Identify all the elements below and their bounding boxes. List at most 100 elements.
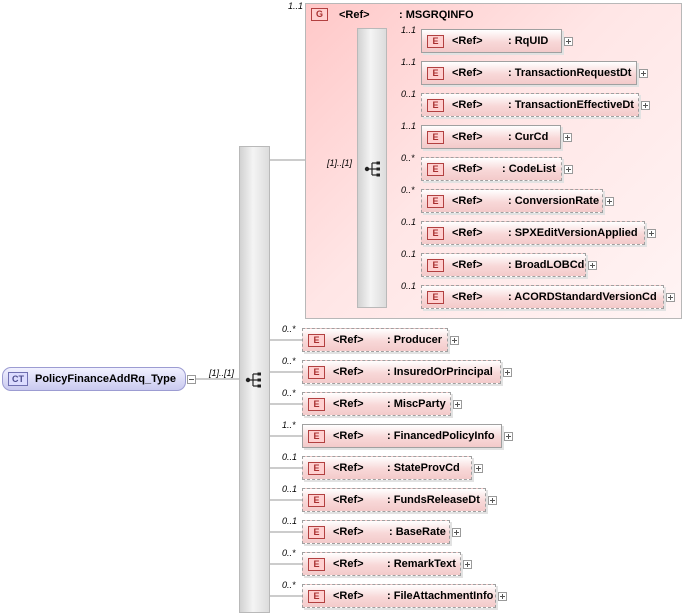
- element-cardinality: 0..1: [401, 217, 417, 227]
- element-ref-label: <Ref>: [333, 494, 364, 506]
- expand-icon[interactable]: [564, 37, 573, 46]
- group-item-element[interactable]: E<Ref>: TransactionEffectiveDt: [421, 93, 639, 117]
- element-badge: E: [308, 558, 325, 571]
- element-name: : StateProvCd: [387, 462, 460, 474]
- element-badge: E: [308, 526, 325, 539]
- element-badge: E: [427, 131, 444, 144]
- collapse-icon[interactable]: [187, 375, 196, 384]
- expand-icon[interactable]: [504, 432, 513, 441]
- expand-icon[interactable]: [564, 165, 573, 174]
- element-cardinality: 1..1: [401, 121, 417, 131]
- element-name: : Producer: [387, 334, 443, 346]
- sequence-item-element[interactable]: E <Ref> : Producer: [302, 328, 448, 352]
- element-name: : BroadLOBCd: [508, 259, 585, 271]
- element-name: : RqUID: [508, 35, 549, 47]
- group-item-element[interactable]: E <Ref> : BroadLOBCd: [421, 253, 586, 277]
- expand-icon[interactable]: [666, 293, 675, 302]
- expand-icon[interactable]: [588, 261, 597, 270]
- element-badge: E: [427, 259, 444, 272]
- element-name: : InsuredOrPrincipal: [387, 366, 493, 378]
- element-ref-label: <Ref>: [333, 462, 364, 474]
- element-name: : SPXEditVersionApplied: [508, 227, 638, 239]
- element-badge: E: [308, 334, 325, 347]
- element-badge: E: [427, 291, 444, 304]
- element-badge: E: [427, 195, 444, 208]
- element-cardinality: 0..*: [282, 548, 296, 558]
- element-badge: E: [308, 398, 325, 411]
- expand-icon[interactable]: [605, 197, 614, 206]
- element-name: : MiscParty: [387, 398, 446, 410]
- complex-type-node[interactable]: CT PolicyFinanceAddRq_Type: [2, 367, 186, 391]
- sequence-item-element[interactable]: E<Ref>: RemarkText: [302, 552, 461, 576]
- expand-icon[interactable]: [503, 368, 512, 377]
- element-name: : FundsReleaseDt: [387, 494, 480, 506]
- element-cardinality: 0..1: [282, 516, 298, 526]
- element-badge: E: [427, 227, 444, 240]
- sequence-item-element[interactable]: E <Ref> : MiscParty: [302, 392, 451, 416]
- group-name: : MSGRQINFO: [399, 9, 474, 21]
- expand-icon[interactable]: [498, 592, 507, 601]
- element-ref-label: <Ref>: [452, 131, 483, 143]
- sequence-item-element[interactable]: E<Ref>: InsuredOrPrincipal: [302, 360, 501, 384]
- element-badge: E: [308, 366, 325, 379]
- expand-icon[interactable]: [452, 528, 461, 537]
- element-name: : FileAttachmentInfo: [387, 590, 494, 602]
- element-badge: E: [308, 462, 325, 475]
- element-ref-label: <Ref>: [452, 227, 483, 239]
- sequence-item-element[interactable]: E<Ref>: FileAttachmentInfo: [302, 584, 496, 608]
- sequence-item-element[interactable]: E <Ref> : StateProvCd: [302, 456, 472, 480]
- group-item-element[interactable]: E<Ref>: ConversionRate: [421, 189, 603, 213]
- element-badge: E: [308, 494, 325, 507]
- element-cardinality: 0..*: [282, 356, 296, 366]
- complex-type-name: PolicyFinanceAddRq_Type: [35, 373, 176, 385]
- expand-icon[interactable]: [647, 229, 656, 238]
- element-ref-label: <Ref>: [452, 259, 483, 271]
- group-item-element[interactable]: E<Ref>: RqUID: [421, 29, 562, 53]
- expand-icon[interactable]: [463, 560, 472, 569]
- expand-icon[interactable]: [641, 101, 650, 110]
- element-cardinality: 0..1: [282, 452, 298, 462]
- element-name: : ACORDStandardVersionCd: [508, 291, 657, 303]
- group-item-element[interactable]: E <Ref> : SPXEditVersionApplied: [421, 221, 645, 245]
- element-name: : TransactionEffectiveDt: [508, 99, 634, 111]
- element-cardinality: 0..1: [401, 89, 417, 99]
- element-ref-label: <Ref>: [333, 398, 364, 410]
- expand-icon[interactable]: [450, 336, 459, 345]
- expand-icon[interactable]: [639, 69, 648, 78]
- element-name: : CurCd: [508, 131, 549, 143]
- element-cardinality: 0..1: [282, 484, 298, 494]
- element-name: : RemarkText: [387, 558, 456, 570]
- sequence-item-element[interactable]: E<Ref>: FinancedPolicyInfo: [302, 424, 502, 448]
- element-cardinality: 0..1: [401, 281, 417, 291]
- element-ref-label: <Ref>: [452, 35, 483, 47]
- element-ref-label: <Ref>: [452, 67, 483, 79]
- group-item-element[interactable]: E<Ref>: ACORDStandardVersionCd: [421, 285, 664, 309]
- expand-icon[interactable]: [474, 464, 483, 473]
- element-badge: E: [427, 67, 444, 80]
- element-cardinality: 0..*: [282, 388, 296, 398]
- sequence-item-element[interactable]: E <Ref> : FundsReleaseDt: [302, 488, 486, 512]
- element-name: : BaseRate: [389, 526, 446, 538]
- expand-icon[interactable]: [453, 400, 462, 409]
- element-cardinality: 0..*: [401, 185, 415, 195]
- element-badge: E: [308, 430, 325, 443]
- element-ref-label: <Ref>: [333, 334, 364, 346]
- element-cardinality: 0..*: [282, 324, 296, 334]
- element-badge: E: [427, 163, 444, 176]
- expand-icon[interactable]: [488, 496, 497, 505]
- group-item-element[interactable]: E<Ref>: CodeList: [421, 157, 562, 181]
- element-ref-label: <Ref>: [452, 163, 483, 175]
- group-item-element[interactable]: E <Ref> : CurCd: [421, 125, 561, 149]
- expand-icon[interactable]: [563, 133, 572, 142]
- main-sequence-cardinality: [1]..[1]: [209, 368, 235, 378]
- sequence-item-element[interactable]: E <Ref> : BaseRate: [302, 520, 450, 544]
- element-cardinality: 0..1: [401, 249, 417, 259]
- element-cardinality: 0..*: [282, 580, 296, 590]
- element-cardinality: 1..1: [401, 57, 417, 67]
- element-ref-label: <Ref>: [333, 526, 364, 538]
- complex-type-badge: CT: [8, 372, 28, 386]
- element-name: : FinancedPolicyInfo: [387, 430, 495, 442]
- group-item-element[interactable]: E<Ref>: TransactionRequestDt: [421, 61, 637, 85]
- element-ref-label: <Ref>: [452, 99, 483, 111]
- group-sequence-cardinality: [1]..[1]: [327, 158, 353, 168]
